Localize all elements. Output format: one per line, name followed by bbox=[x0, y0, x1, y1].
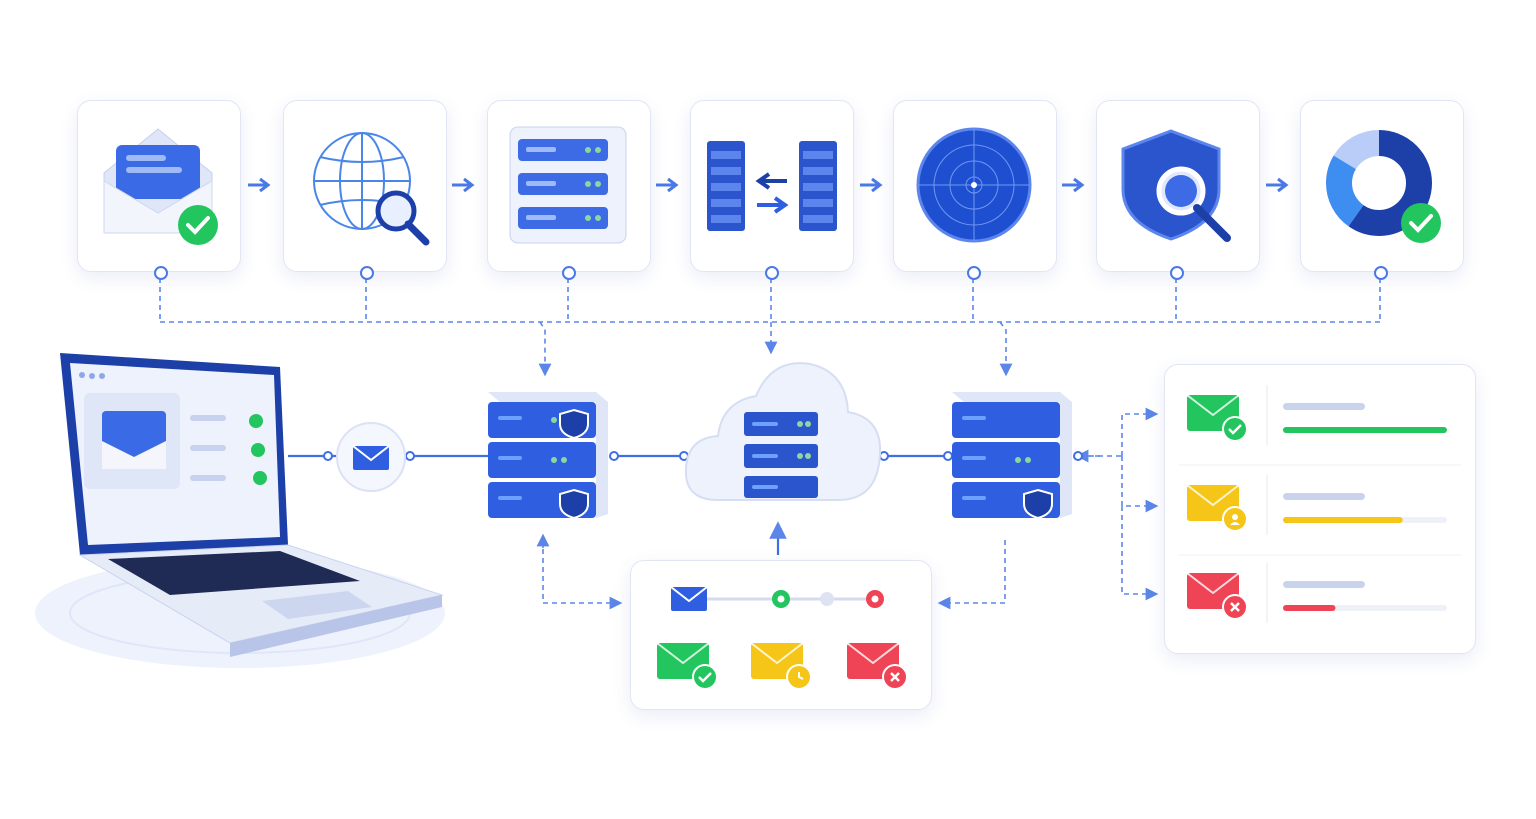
envelope-user-icon bbox=[1186, 484, 1248, 532]
step-card-dns-lookup[interactable] bbox=[283, 100, 447, 272]
connection-node bbox=[360, 266, 374, 280]
delivery-tracker bbox=[656, 586, 908, 690]
tracker-stage-error bbox=[866, 590, 884, 608]
arrow-right-icon bbox=[248, 177, 271, 193]
delivery-status-panel bbox=[1164, 364, 1476, 654]
server-transfer-icon bbox=[707, 141, 837, 231]
envelope-check-icon bbox=[103, 128, 218, 245]
donut-chart-check-icon bbox=[1326, 130, 1441, 243]
shield-search-icon bbox=[1121, 129, 1231, 242]
step-card-delivery-report[interactable] bbox=[1300, 100, 1464, 272]
connection-node bbox=[154, 266, 168, 280]
envelope-check-icon bbox=[1186, 394, 1248, 442]
arrow-right-icon bbox=[860, 177, 883, 193]
connection-node bbox=[562, 266, 576, 280]
delivery-tracker-panel bbox=[630, 560, 932, 710]
envelope-clock-icon bbox=[750, 642, 812, 690]
status-label-placeholder bbox=[1283, 403, 1365, 410]
status-progress-fill bbox=[1283, 517, 1403, 523]
cloud-server[interactable] bbox=[678, 350, 888, 520]
mail-server-right[interactable] bbox=[942, 380, 1082, 530]
arrow-right-icon bbox=[1266, 177, 1289, 193]
globe-search-icon bbox=[313, 132, 430, 246]
arrow-right-icon bbox=[656, 177, 679, 193]
step-card-mail-server[interactable] bbox=[487, 100, 651, 272]
tracker-stage-success bbox=[772, 590, 790, 608]
envelope-error-icon bbox=[1186, 572, 1248, 620]
envelope-check-icon bbox=[656, 642, 718, 690]
status-label-placeholder bbox=[1283, 493, 1365, 500]
connection-node bbox=[765, 266, 779, 280]
step-card-scanning[interactable] bbox=[893, 100, 1057, 272]
step-card-server-transfer[interactable] bbox=[690, 100, 854, 272]
connection-node bbox=[967, 266, 981, 280]
envelope-icon bbox=[670, 586, 708, 611]
step-card-email[interactable] bbox=[77, 100, 241, 272]
delivery-status-list bbox=[1179, 385, 1461, 623]
laptop[interactable] bbox=[30, 345, 450, 675]
radar-icon bbox=[916, 127, 1032, 243]
status-progress-fill bbox=[1283, 427, 1447, 433]
step-card-security-check[interactable] bbox=[1096, 100, 1260, 272]
connection-node bbox=[1374, 266, 1388, 280]
connection-node bbox=[1170, 266, 1184, 280]
arrow-right-icon bbox=[452, 177, 475, 193]
shield-icon bbox=[1023, 488, 1053, 520]
arrow-right-icon bbox=[1062, 177, 1085, 193]
status-progress-fill bbox=[1283, 605, 1336, 611]
server-stack-icon bbox=[509, 126, 627, 244]
mail-server-left[interactable] bbox=[478, 380, 618, 530]
email-send-node[interactable] bbox=[334, 420, 408, 494]
check-icon bbox=[249, 414, 267, 485]
shield-icon bbox=[559, 488, 589, 520]
tracker-stage-pending bbox=[820, 592, 834, 606]
status-label-placeholder bbox=[1283, 581, 1365, 588]
shield-icon bbox=[559, 408, 589, 440]
envelope-error-icon bbox=[846, 642, 908, 690]
